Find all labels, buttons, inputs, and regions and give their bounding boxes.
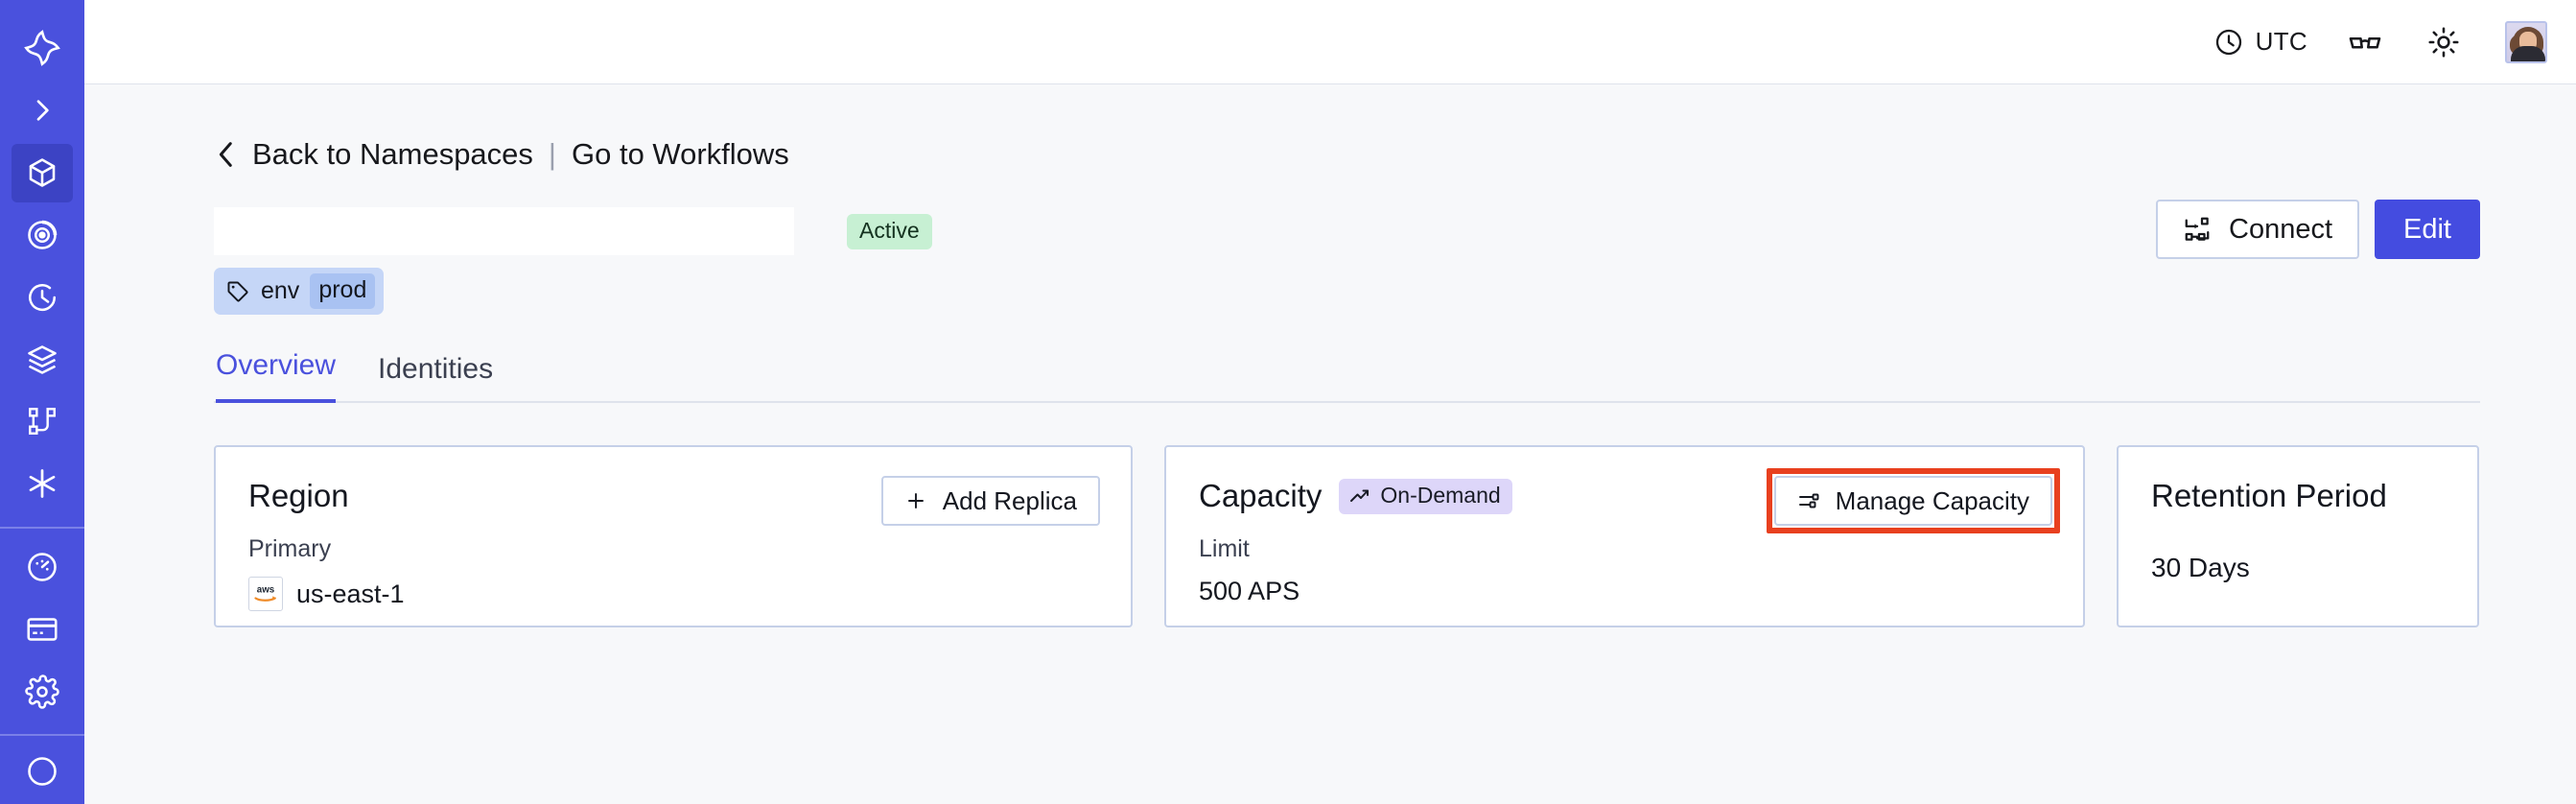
breadcrumb-back-link[interactable]: Back to Namespaces <box>252 137 533 171</box>
sidebar-item-layers[interactable] <box>12 330 73 389</box>
trend-up-icon <box>1348 485 1371 508</box>
capacity-card-header: Capacity On-Demand <box>1199 478 2050 514</box>
retention-value: 30 Days <box>2151 553 2250 582</box>
content-column: UTC <box>84 0 2576 804</box>
sidebar-divider-1 <box>0 526 84 529</box>
manage-capacity-label: Manage Capacity <box>1835 485 2029 515</box>
region-value-row: aws us-east-1 <box>248 577 1098 611</box>
svg-text:aws: aws <box>257 585 275 596</box>
connect-icon <box>2183 215 2212 244</box>
capacity-card: Capacity On-Demand <box>1164 445 2085 627</box>
sidebar-item-schedules[interactable] <box>12 268 73 326</box>
sidebar-item-namespaces[interactable] <box>12 143 73 202</box>
sidebar-item-observability[interactable] <box>12 206 73 265</box>
namespace-name-redacted <box>214 207 794 255</box>
chevron-left-icon[interactable] <box>214 138 239 171</box>
region-value: us-east-1 <box>296 579 405 608</box>
sidebar-item-settings[interactable] <box>12 662 73 721</box>
namespace-header: Active <box>214 200 2480 259</box>
sidebar-item-billing[interactable] <box>12 601 73 659</box>
aws-logo-icon: aws <box>248 577 283 611</box>
timezone-selector[interactable]: UTC <box>2213 27 2307 58</box>
connect-button-label: Connect <box>2229 213 2333 245</box>
sidebar-divider-2 <box>0 734 84 737</box>
capacity-card-title: Capacity <box>1199 478 1323 513</box>
avatar-body <box>2511 45 2545 61</box>
on-demand-badge-label: On-Demand <box>1380 483 1501 508</box>
namespace-tag[interactable]: env prod <box>214 268 385 315</box>
retention-card: Retention Period 30 Days <box>2117 445 2479 627</box>
plus-icon <box>904 489 927 512</box>
sidebar-item-workflows[interactable] <box>12 392 73 451</box>
main-content: Back to Namespaces | Go to Workflows Act… <box>84 84 2576 804</box>
header-actions: Connect Edit <box>2156 200 2480 259</box>
tag-value: prod <box>310 273 376 309</box>
add-replica-button[interactable]: Add Replica <box>880 476 1100 526</box>
sidebar <box>0 0 84 804</box>
sidebar-item-help[interactable] <box>12 742 73 800</box>
breadcrumb: Back to Namespaces | Go to Workflows <box>214 137 789 172</box>
glasses-icon[interactable] <box>2348 25 2382 59</box>
region-card: Region Add Replica Primary <box>214 445 1133 627</box>
tab-identities[interactable]: Identities <box>378 353 494 385</box>
capacity-sub-label: Limit <box>1199 535 1250 562</box>
tab-overview[interactable]: Overview <box>216 349 337 403</box>
status-badge: Active <box>847 213 932 249</box>
tag-row: env prod <box>214 268 2480 315</box>
user-avatar[interactable] <box>2505 20 2547 63</box>
sidebar-item-nexus[interactable] <box>12 455 73 513</box>
region-card-title: Region <box>248 478 349 513</box>
retention-card-title: Retention Period <box>2151 478 2387 513</box>
sun-icon[interactable] <box>2426 25 2461 59</box>
breadcrumb-workflows-link[interactable]: Go to Workflows <box>571 137 789 171</box>
topbar: UTC <box>84 0 2576 84</box>
sidebar-item-usage[interactable] <box>12 538 73 597</box>
tag-key: env <box>261 277 300 304</box>
tag-icon <box>225 279 250 304</box>
breadcrumb-separator: | <box>548 137 556 171</box>
capacity-value: 500 APS <box>1199 577 1300 605</box>
region-sub-label: Primary <box>248 535 332 562</box>
manage-capacity-button[interactable]: Manage Capacity <box>1773 476 2052 526</box>
timezone-label: UTC <box>2255 27 2307 56</box>
retention-card-header: Retention Period <box>2151 478 2445 514</box>
edit-button[interactable]: Edit <box>2375 200 2480 259</box>
sidebar-item-expand[interactable] <box>12 82 73 140</box>
on-demand-badge: On-Demand <box>1339 478 1512 514</box>
connect-button[interactable]: Connect <box>2156 200 2360 259</box>
temporal-logo-icon[interactable] <box>12 19 73 78</box>
tab-bar: Overview Identities <box>214 347 2480 403</box>
clock-icon <box>2213 27 2244 58</box>
region-card-header: Region <box>248 478 1098 514</box>
sliders-icon <box>1797 489 1820 512</box>
add-replica-label: Add Replica <box>942 485 1077 515</box>
overview-cards: Region Add Replica Primary <box>214 445 2480 627</box>
